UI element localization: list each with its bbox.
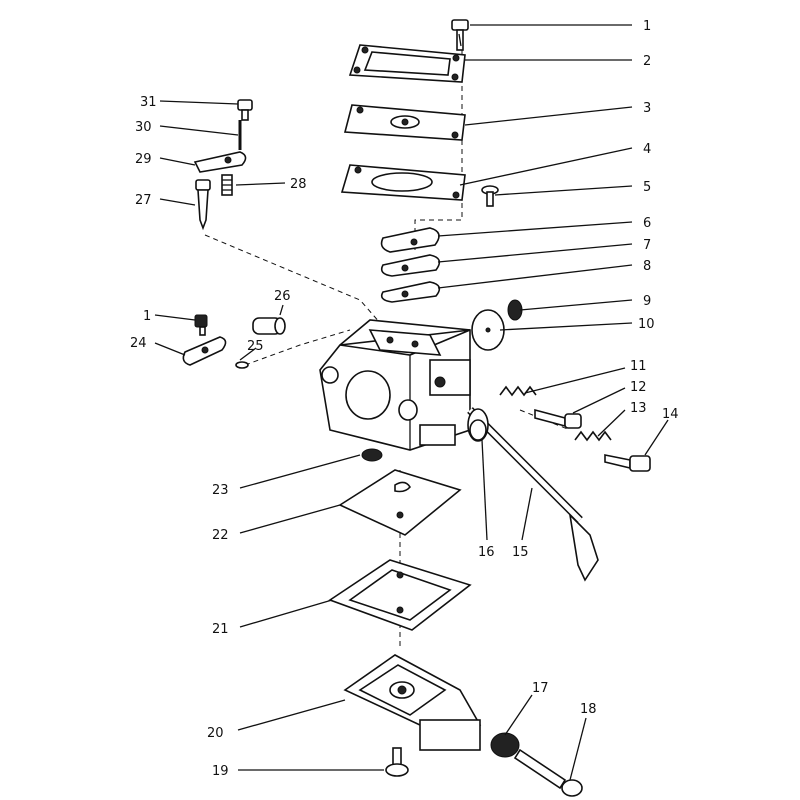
- callout-3: 3: [643, 101, 651, 116]
- part-18-screw: [513, 748, 583, 797]
- part-2-cover: [348, 44, 466, 83]
- callout-16: 16: [478, 545, 495, 560]
- part-carburetor-body: [319, 319, 471, 451]
- callout-7: 7: [643, 238, 651, 253]
- callout-15: 15: [512, 545, 529, 560]
- part-27-inlet-needle: [195, 179, 211, 231]
- callout-31: 31: [140, 95, 157, 110]
- callout-13: 13: [630, 401, 647, 416]
- part-13-spring: [574, 430, 612, 442]
- part-10-disk: [471, 309, 505, 351]
- callout-23: 23: [212, 483, 229, 498]
- callout-24: 24: [130, 336, 147, 351]
- callout-10: 10: [638, 317, 655, 332]
- part-21-gasket: [328, 559, 472, 631]
- part-31-screw: [237, 99, 253, 121]
- callout-1-left: 1: [143, 309, 151, 324]
- callout-30: 30: [135, 120, 152, 135]
- part-4-gasket: [340, 164, 466, 201]
- part-9-spring: [507, 299, 523, 321]
- part-16-spring: [467, 408, 489, 442]
- part-26-check-valve: [252, 317, 286, 335]
- part-24-plate: [182, 336, 227, 366]
- part-1-screw-top: [451, 19, 469, 51]
- callout-1: 1: [643, 19, 651, 34]
- callout-28: 28: [290, 177, 307, 192]
- callout-18: 18: [580, 702, 597, 717]
- part-25-nozzle: [235, 361, 249, 369]
- callout-20: 20: [207, 726, 224, 741]
- part-20-pump-cover: [343, 654, 482, 751]
- part-17-spring: [490, 732, 520, 758]
- part-23-filter: [361, 448, 383, 462]
- callout-8: 8: [643, 259, 651, 274]
- part-22-diaphragm: [338, 469, 462, 536]
- part-19-screw: [385, 747, 409, 777]
- callout-labels: 1 2 3 4 5 6 7 8 9 10 11 12 13 14 15 16 1…: [130, 19, 679, 779]
- callout-12: 12: [630, 380, 647, 395]
- callout-11: 11: [630, 359, 647, 374]
- callout-9: 9: [643, 294, 651, 309]
- callout-27: 27: [135, 193, 152, 208]
- part-3-diaphragm: [343, 104, 466, 141]
- callout-2: 2: [643, 54, 651, 69]
- callout-25: 25: [247, 339, 264, 354]
- part-7-lever: [380, 254, 441, 277]
- part-14-needle: [604, 454, 651, 472]
- callout-26: 26: [274, 289, 291, 304]
- part-29-lever: [193, 151, 247, 173]
- callout-5: 5: [643, 180, 651, 195]
- part-8-lever: [380, 281, 441, 303]
- callout-19: 19: [212, 764, 229, 779]
- callout-6: 6: [643, 216, 651, 231]
- leader-lines: [154, 24, 669, 781]
- callout-17: 17: [532, 681, 549, 696]
- part-12-needle: [534, 408, 582, 429]
- part-5-screw: [481, 185, 499, 207]
- part-28-spring: [221, 174, 233, 196]
- part-1-screw-left: [194, 314, 208, 336]
- callout-29: 29: [135, 152, 152, 167]
- callout-4: 4: [643, 142, 651, 157]
- part-6-lever: [380, 227, 440, 253]
- callout-22: 22: [212, 528, 229, 543]
- callout-21: 21: [212, 622, 229, 637]
- callout-14: 14: [662, 407, 679, 422]
